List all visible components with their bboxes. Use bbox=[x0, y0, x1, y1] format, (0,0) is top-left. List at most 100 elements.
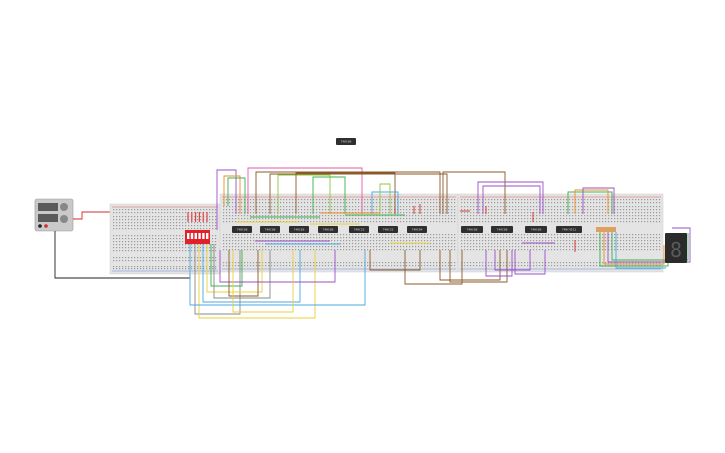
chip-9[interactable]: 74HC08 bbox=[491, 226, 513, 233]
wire bbox=[494, 250, 531, 271]
dip-switch-key[interactable] bbox=[190, 233, 194, 239]
breadboard-hole bbox=[179, 250, 181, 252]
breadboard-hole bbox=[173, 268, 175, 270]
breadboard-hole bbox=[167, 225, 169, 227]
breadboard-hole bbox=[134, 235, 136, 237]
dip-switch-key[interactable] bbox=[198, 233, 201, 239]
chip-11[interactable]: 74HC4511 bbox=[556, 226, 582, 233]
breadboard-hole bbox=[409, 246, 411, 248]
breadboard-hole bbox=[656, 249, 658, 251]
breadboard-hole bbox=[629, 237, 631, 239]
breadboard-hole bbox=[176, 216, 178, 218]
breadboard-hole bbox=[470, 249, 472, 251]
breadboard-hole bbox=[503, 215, 505, 217]
chip-5[interactable]: 74HC32 bbox=[349, 226, 369, 233]
power-supply[interactable] bbox=[34, 198, 74, 232]
breadboard-hole bbox=[373, 234, 375, 236]
breadboard-hole bbox=[361, 237, 363, 239]
breadboard-hole bbox=[620, 199, 622, 201]
breadboard-hole bbox=[176, 260, 178, 262]
breadboard-hole bbox=[421, 262, 423, 264]
breadboard-hole bbox=[167, 257, 169, 259]
dip-switch-key[interactable] bbox=[194, 233, 197, 239]
seven-segment-display[interactable]: 8 bbox=[665, 233, 687, 263]
breadboard-hole bbox=[215, 219, 217, 221]
breadboard-hole bbox=[605, 221, 607, 223]
breadboard-hole bbox=[286, 202, 288, 204]
breadboard-hole bbox=[349, 262, 351, 264]
breadboard-hole bbox=[430, 246, 432, 248]
breadboard-hole bbox=[280, 199, 282, 201]
breadboard-hole bbox=[274, 199, 276, 201]
breadboard-hole bbox=[629, 206, 631, 208]
breadboard-hole bbox=[155, 244, 157, 246]
breadboard-hole bbox=[194, 219, 196, 221]
breadboard-hole bbox=[635, 202, 637, 204]
breadboard-hole bbox=[149, 260, 151, 262]
breadboard-hole bbox=[382, 209, 384, 211]
chip-4[interactable]: 74HC86 bbox=[318, 226, 338, 233]
breadboard-hole bbox=[394, 265, 396, 267]
chip-10[interactable]: 74HC86 bbox=[525, 226, 547, 233]
dip-switch[interactable] bbox=[185, 230, 210, 244]
breadboard-hole bbox=[521, 202, 523, 204]
breadboard-hole bbox=[596, 237, 598, 239]
chip-6[interactable]: 74HC32 bbox=[378, 226, 398, 233]
breadboard-hole bbox=[608, 237, 610, 239]
breadboard-hole bbox=[122, 238, 124, 240]
breadboard-hole bbox=[518, 262, 520, 264]
breadboard-hole bbox=[590, 218, 592, 220]
chip-7[interactable]: 74HC04 bbox=[407, 226, 427, 233]
breadboard-hole bbox=[203, 247, 205, 249]
loose-chip[interactable]: 74HC86 bbox=[336, 138, 356, 145]
breadboard-hole bbox=[343, 240, 345, 242]
breadboard-hole bbox=[572, 206, 574, 208]
breadboard-hole bbox=[602, 212, 604, 214]
chip-8[interactable]: 74HC08 bbox=[461, 226, 483, 233]
breadboard-hole bbox=[241, 218, 243, 220]
breadboard-hole bbox=[644, 209, 646, 211]
breadboard-hole bbox=[256, 249, 258, 251]
breadboard-hole bbox=[307, 246, 309, 248]
breadboard-hole bbox=[182, 209, 184, 211]
breadboard-hole bbox=[412, 209, 414, 211]
breadboard-hole bbox=[322, 209, 324, 211]
breadboard-hole bbox=[656, 262, 658, 264]
breadboard-hole bbox=[391, 237, 393, 239]
breadboard-hole bbox=[319, 202, 321, 204]
breadboard-hole bbox=[557, 237, 559, 239]
dip-switch-key[interactable] bbox=[206, 233, 209, 239]
breadboard-hole bbox=[388, 199, 390, 201]
breadboard-hole bbox=[152, 247, 154, 249]
breadboard-hole bbox=[289, 249, 291, 251]
breadboard-hole bbox=[146, 228, 148, 230]
breadboard-hole bbox=[119, 268, 121, 270]
chip-3[interactable]: 74HC86 bbox=[289, 226, 309, 233]
breadboard-hole bbox=[575, 246, 577, 248]
breadboard-hole bbox=[476, 240, 478, 242]
breadboard-hole bbox=[158, 268, 160, 270]
breadboard-hole bbox=[539, 215, 541, 217]
breadboard-hole bbox=[328, 246, 330, 248]
breadboard-hole bbox=[394, 221, 396, 223]
chip-2[interactable]: 74HC08 bbox=[260, 226, 280, 233]
chip-1[interactable]: 74HC08 bbox=[232, 226, 252, 233]
breadboard-hole bbox=[644, 237, 646, 239]
breadboard-hole bbox=[280, 202, 282, 204]
dip-switch-key[interactable] bbox=[202, 233, 205, 239]
breadboard-hole bbox=[161, 222, 163, 224]
breadboard-hole bbox=[149, 216, 151, 218]
breadboard-hole bbox=[500, 243, 502, 245]
breadboard-hole bbox=[650, 234, 652, 236]
chip-8-body bbox=[461, 226, 483, 233]
breadboard-hole bbox=[418, 237, 420, 239]
dip-switch-key[interactable] bbox=[187, 233, 190, 239]
breadboard-hole bbox=[467, 237, 469, 239]
breadboard-hole bbox=[485, 249, 487, 251]
breadboard-hole bbox=[476, 246, 478, 248]
breadboard-hole bbox=[575, 240, 577, 242]
breadboard-hole bbox=[515, 243, 517, 245]
breadboard-hole bbox=[379, 234, 381, 236]
breadboard-hole bbox=[200, 268, 202, 270]
breadboard-hole bbox=[191, 266, 193, 268]
